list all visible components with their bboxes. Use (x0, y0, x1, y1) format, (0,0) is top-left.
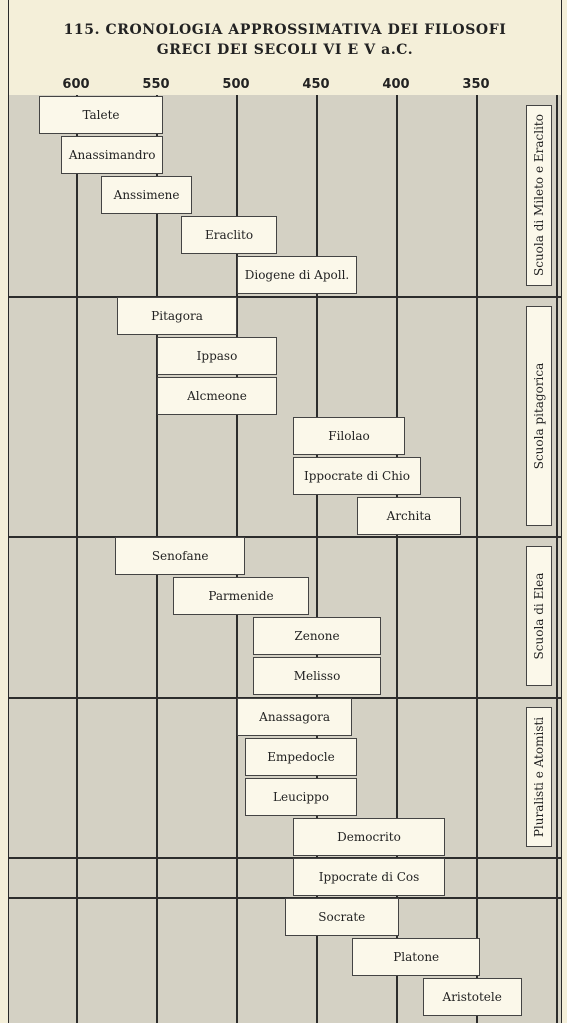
x-tick-label: 400 (382, 77, 410, 92)
philosopher-bar: Leucippo (245, 777, 357, 816)
philosopher-bar: Anassagora (237, 697, 353, 736)
philosopher-bar: Anassimandro (61, 136, 164, 175)
group-separator (9, 856, 561, 859)
philosopher-bar: Socrate (285, 898, 399, 936)
group-separator (9, 536, 561, 539)
x-tick-label: 550 (142, 77, 170, 92)
philosopher-bar: Senofane (115, 537, 245, 576)
x-tick-label: 450 (302, 77, 330, 92)
philosopher-bar: Zenone (253, 617, 381, 656)
philosopher-bar: Empedocle (245, 737, 357, 776)
chart-header: 115. CRONOLOGIA APPROSSIMATIVA DEI FILOS… (8, 0, 562, 95)
philosopher-bar: Eraclito (181, 216, 277, 255)
x-tick-label: 350 (462, 77, 490, 92)
school-label: Scuola pitagorica (526, 305, 552, 527)
chart-title: 115. CRONOLOGIA APPROSSIMATIVA DEI FILOS… (63, 22, 507, 38)
x-tick-label: 600 (62, 77, 90, 92)
school-label-text: Scuola di Elea (532, 572, 546, 660)
philosopher-bar: Archita (357, 497, 461, 535)
philosopher-bar: Ippaso (157, 336, 277, 375)
philosopher-bar: Parmenide (173, 577, 309, 616)
philosopher-bar: Ippocrate di Chio (293, 456, 421, 495)
philosopher-bar: Talete (38, 96, 164, 134)
philosopher-bar: Alcmeone (157, 376, 277, 415)
philosopher-bar: Platone (352, 938, 481, 977)
philosopher-bar: Democrito (293, 817, 445, 856)
x-tick-label: 500 (222, 77, 250, 92)
gridline-400 (396, 95, 398, 1023)
chart-subtitle: GRECI DEI SECOLI VI E V a.C. (156, 42, 414, 58)
philosopher-bar: Diogene di Apoll. (237, 256, 357, 295)
philosopher-bar: Ippocrate di Cos (293, 857, 445, 896)
school-label: Pluralisti e Atomisti (526, 706, 552, 847)
group-separator (9, 295, 561, 298)
school-label-text: Scuola pitagorica (532, 362, 546, 470)
school-label-text: Pluralisti e Atomisti (532, 716, 546, 837)
gridline-350 (476, 95, 478, 1023)
philosopher-bar: Anssimene (101, 176, 193, 215)
gridline-600 (76, 95, 78, 1023)
philosopher-bar: Pitagora (117, 296, 237, 335)
school-label: Scuola di Elea (526, 546, 552, 687)
school-label-text: Scuola di Mileto e Eraclito (532, 114, 546, 277)
philosopher-bar: Filolao (293, 416, 405, 455)
gridline-450 (316, 95, 318, 1023)
school-label: Scuola di Mileto e Eraclito (526, 105, 552, 286)
gridline-minor (556, 95, 558, 1023)
philosopher-bar: Melisso (253, 657, 381, 696)
philosopher-bar: Aristotele (422, 978, 522, 1017)
